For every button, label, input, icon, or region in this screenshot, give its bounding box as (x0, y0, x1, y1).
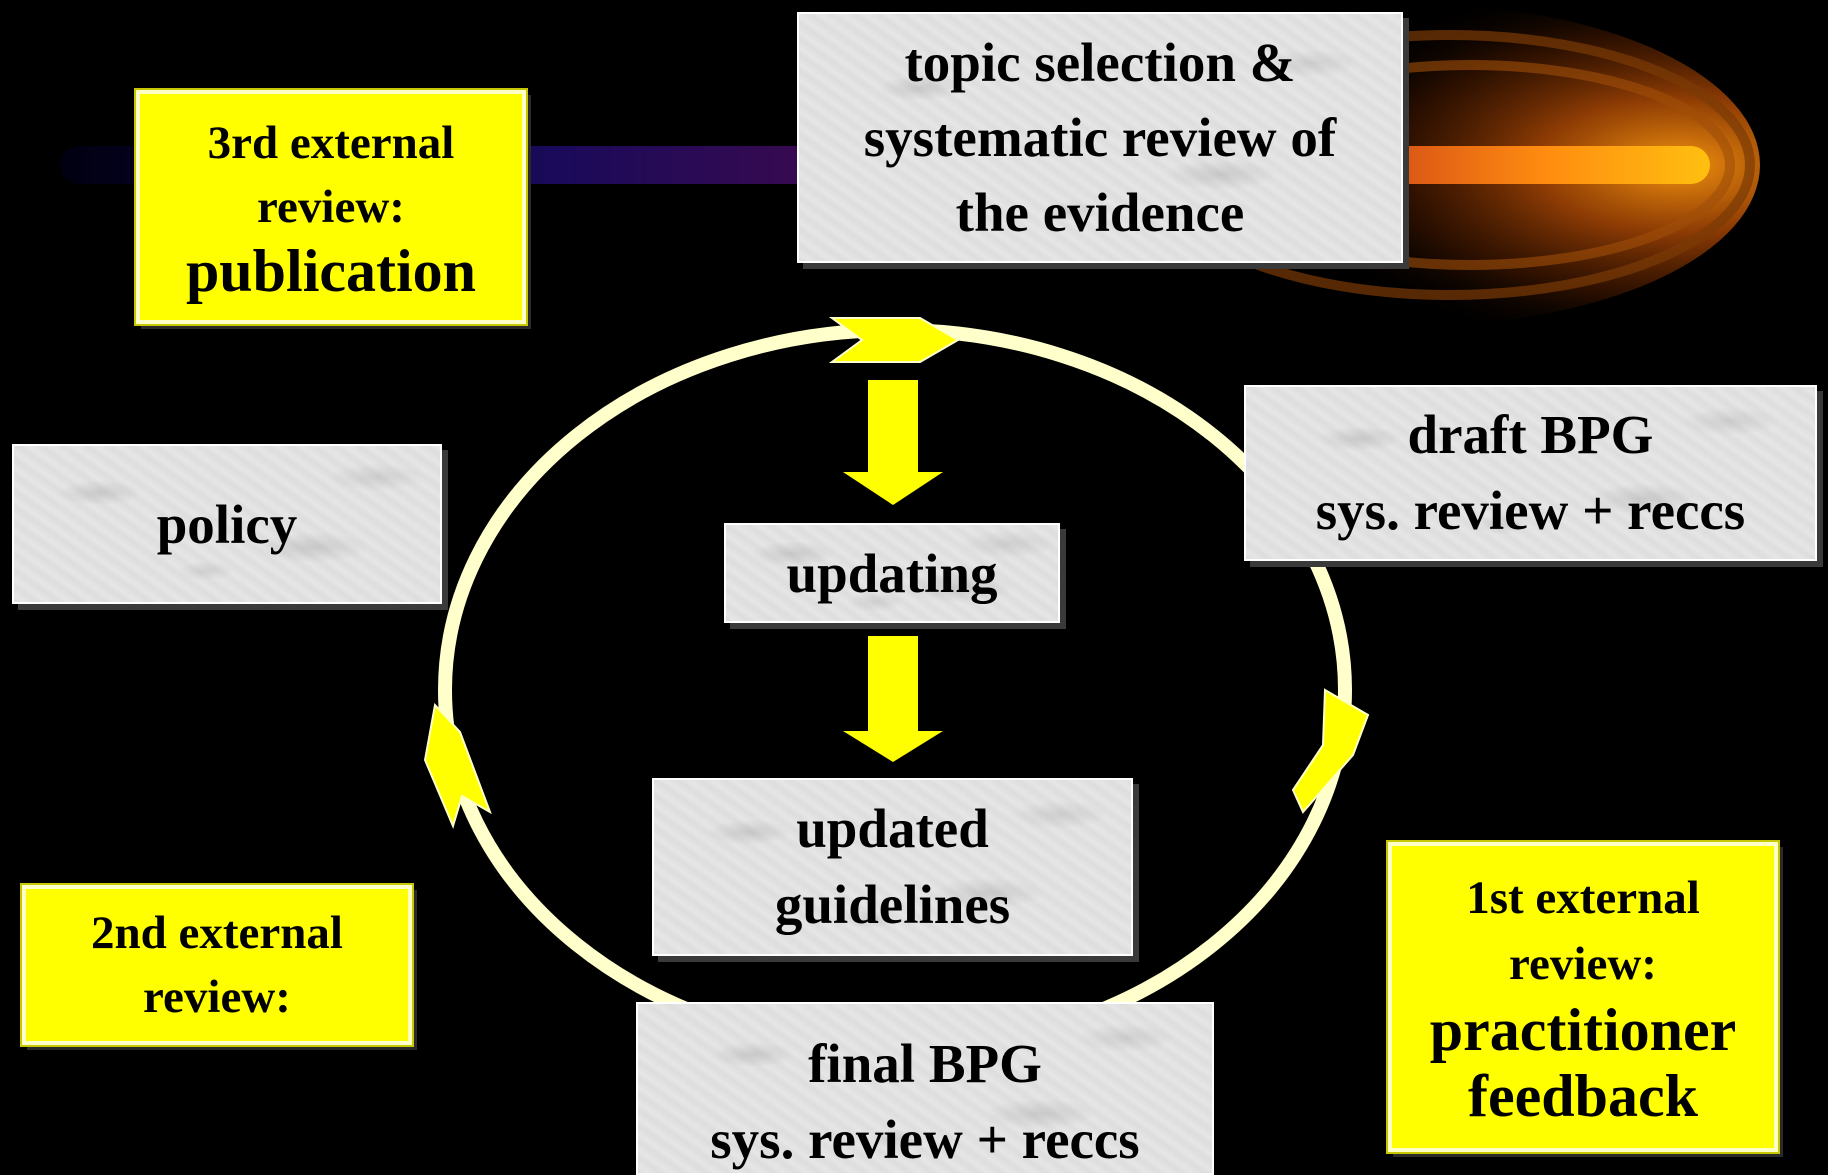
updating-box: updating (724, 523, 1060, 623)
updated-guidelines-line-1: updated (796, 798, 989, 859)
updated-guidelines-box: updated guidelines (652, 778, 1133, 956)
first-review-line-3: practitioner (1429, 997, 1737, 1063)
final-line-1: final BPG (808, 1033, 1042, 1094)
second-review-line-2: review: (143, 971, 291, 1023)
down-arrow-to-updating (843, 380, 943, 505)
topic-line-3: the evidence (955, 182, 1245, 243)
first-external-review-box: 1st external review: practitioner feedba… (1386, 840, 1780, 1154)
topic-selection-box: topic selection & systematic review of t… (797, 12, 1403, 263)
third-review-line-3: publication (185, 238, 477, 304)
draft-bpg-box: draft BPG sys. review + reccs (1244, 385, 1817, 561)
draft-line-2: sys. review + reccs (1315, 480, 1746, 541)
updating-label: updating (786, 542, 998, 604)
first-review-line-2: review: (1509, 938, 1657, 990)
down-arrow-to-updated-guidelines (843, 636, 943, 762)
left-ring-arrow (423, 702, 492, 829)
third-external-review-box: 3rd external review: publication (134, 88, 528, 326)
top-ring-arrow (828, 317, 960, 363)
third-review-line-2: review: (257, 181, 405, 233)
draft-line-1: draft BPG (1407, 404, 1654, 465)
second-review-line-1: 2nd external (91, 907, 343, 959)
first-review-line-4: feedback (1468, 1063, 1698, 1129)
final-line-2: sys. review + reccs (710, 1109, 1140, 1170)
first-review-line-1: 1st external (1466, 872, 1700, 924)
final-bpg-box: final BPG sys. review + reccs (636, 1002, 1214, 1175)
policy-label: policy (156, 493, 298, 555)
topic-line-2: systematic review of (863, 107, 1337, 168)
updated-guidelines-line-2: guidelines (774, 874, 1011, 935)
second-external-review-box: 2nd external review: (20, 883, 414, 1047)
third-review-line-1: 3rd external (207, 117, 455, 169)
policy-box: policy (12, 444, 442, 604)
topic-line-1: topic selection & (904, 32, 1296, 93)
right-ring-arrow (1291, 688, 1370, 814)
